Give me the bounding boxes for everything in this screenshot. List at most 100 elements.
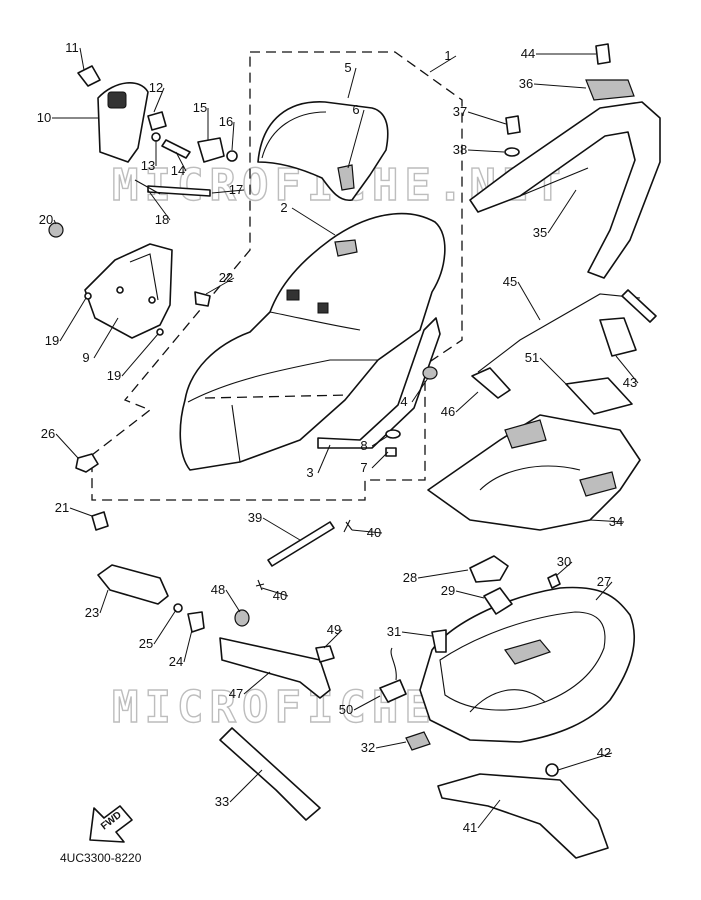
grommet-19b <box>156 328 164 336</box>
leader-line-43 <box>615 355 639 384</box>
part-label-49: 49 <box>327 622 341 637</box>
leader-line-1 <box>429 55 457 73</box>
leader-line-12 <box>153 87 165 113</box>
bracket-50 <box>379 679 407 703</box>
leader-line-11 <box>79 47 85 71</box>
pad-51 <box>565 377 633 415</box>
leader-line-18 <box>147 189 171 221</box>
leader-line-19 <box>121 333 159 377</box>
part-label-15: 15 <box>193 100 207 115</box>
leader-line-23 <box>99 589 109 614</box>
part-label-33: 33 <box>215 794 229 809</box>
part-label-20: 20 <box>39 212 53 227</box>
part-label-13: 13 <box>141 158 155 173</box>
part-label-19: 19 <box>45 333 59 348</box>
bracket-43 <box>599 317 637 357</box>
part-label-22: 22 <box>219 270 233 285</box>
part-label-29: 29 <box>441 583 455 598</box>
leader-line-3 <box>317 444 331 474</box>
leader-line-51 <box>539 357 569 387</box>
leader-line-26 <box>55 433 79 459</box>
leader-line-6 <box>347 109 365 169</box>
leader-line-41 <box>477 799 501 829</box>
leader-line-2 <box>291 207 336 236</box>
cable-45 <box>477 293 641 373</box>
part-label-27: 27 <box>597 574 611 589</box>
leader-line-24 <box>183 629 193 663</box>
part-label-36: 36 <box>519 76 533 91</box>
part-label-51: 51 <box>525 350 539 365</box>
part-label-30: 30 <box>557 554 571 569</box>
part-label-24: 24 <box>169 654 183 669</box>
part-label-1: 1 <box>444 48 451 63</box>
screw-30 <box>547 573 561 589</box>
leader-lines <box>52 47 639 829</box>
leader-line-34 <box>589 519 625 523</box>
part-label-43: 43 <box>623 375 637 390</box>
part-label-23: 23 <box>85 605 99 620</box>
part-label-35: 35 <box>533 225 547 240</box>
pin-40a <box>343 519 353 533</box>
leader-line-38 <box>467 149 505 153</box>
leader-line-4 <box>411 377 429 403</box>
part-label-40: 40 <box>273 588 287 603</box>
seat <box>179 212 446 471</box>
leader-line-46 <box>455 391 479 413</box>
leader-line-33 <box>229 769 263 803</box>
pin-40b <box>255 579 265 591</box>
forward-arrow: FWD <box>89 805 133 843</box>
part-label-50: 50 <box>339 702 353 717</box>
clip-21 <box>91 511 109 531</box>
chain-cover <box>219 727 321 821</box>
leader-line-49 <box>323 629 343 649</box>
part-label-5: 5 <box>344 60 351 75</box>
part-label-3: 3 <box>306 465 313 480</box>
hook-29 <box>483 587 513 615</box>
leader-line-36 <box>533 83 587 89</box>
part-label-8: 8 <box>360 438 367 453</box>
lever-46 <box>471 367 511 399</box>
grommet-19a <box>84 292 92 300</box>
leader-line-30 <box>555 561 573 577</box>
part-label-16: 16 <box>219 114 233 129</box>
leader-line-27 <box>595 581 613 601</box>
part-label-31: 31 <box>387 624 401 639</box>
leader-line-22 <box>205 277 235 295</box>
cap-32 <box>405 731 431 751</box>
bolt-24 <box>187 611 205 633</box>
part-label-17: 17 <box>229 182 243 197</box>
leader-line-35 <box>547 189 577 234</box>
part-label-34: 34 <box>609 514 623 529</box>
leader-line-20 <box>53 219 57 225</box>
leader-line-39 <box>262 517 301 541</box>
part-label-32: 32 <box>361 740 375 755</box>
cable-end <box>621 289 657 323</box>
screw-22 <box>194 291 211 307</box>
grommet-42 <box>545 763 559 777</box>
bolt-31 <box>431 629 447 653</box>
storage-tray <box>419 586 636 743</box>
part-label-10: 10 <box>37 110 51 125</box>
part-label-12: 12 <box>149 80 163 95</box>
washer-38 <box>504 147 520 157</box>
bracket-plate <box>84 243 173 339</box>
leader-line-14 <box>175 151 187 172</box>
tray-insert <box>427 414 641 531</box>
plate-41 <box>437 773 609 859</box>
leader-line-50 <box>353 695 381 711</box>
bolt-37 <box>505 115 521 135</box>
leader-line-29 <box>455 590 485 599</box>
part-label-47: 47 <box>229 686 243 701</box>
bolt-44 <box>595 43 611 65</box>
part-label-37: 37 <box>453 104 467 119</box>
part-label-40: 40 <box>367 525 381 540</box>
leader-line-5 <box>347 67 357 99</box>
diagram-code: 4UC3300-8220 <box>60 851 142 865</box>
part-label-44: 44 <box>521 46 535 61</box>
part-label-46: 46 <box>441 404 455 419</box>
part-label-45: 45 <box>503 274 517 289</box>
nut-49 <box>315 645 335 663</box>
